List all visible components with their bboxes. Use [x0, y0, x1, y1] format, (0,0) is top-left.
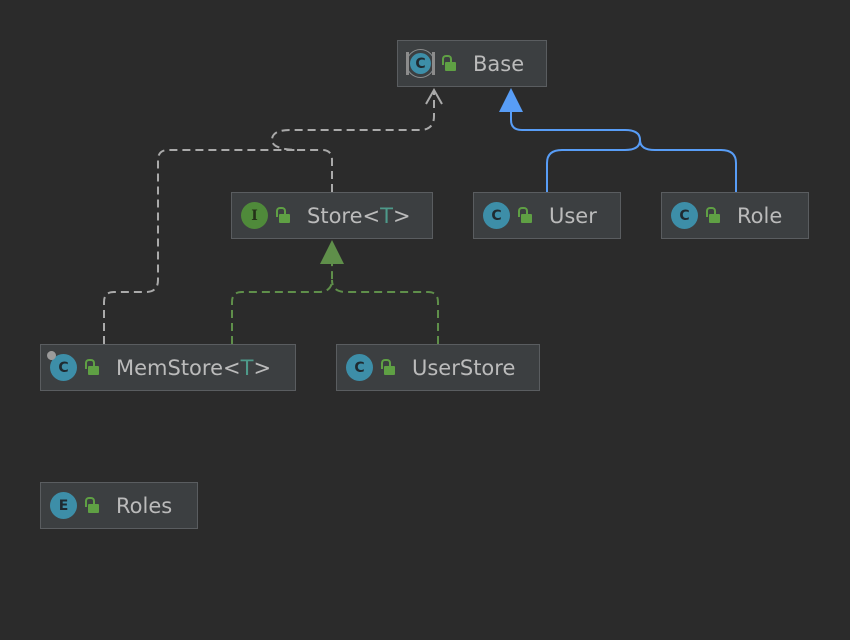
type-param: T	[380, 203, 393, 228]
lock-open-icon	[442, 54, 458, 73]
lock-open-icon	[706, 206, 722, 225]
type-param: T	[240, 355, 254, 380]
node-label: User	[549, 203, 597, 228]
edge-memstore-base	[103, 149, 300, 344]
type-param-open: <	[362, 203, 381, 228]
node-label: Base	[473, 51, 525, 76]
pin-icon	[45, 349, 58, 362]
class-node-userstore[interactable]: C UserStore	[336, 344, 540, 391]
node-label: MemStore<T>	[116, 356, 271, 380]
interface-icon: I	[241, 202, 268, 229]
arrowhead-extends	[499, 88, 523, 112]
node-name: Store	[307, 203, 363, 228]
node-label: UserStore	[412, 355, 516, 380]
edge-role-base	[639, 139, 737, 192]
class-icon: C	[45, 349, 77, 381]
class-node-base[interactable]: C Base	[397, 40, 547, 87]
lock-open-icon	[85, 496, 101, 515]
node-label: Role	[737, 203, 783, 228]
interface-node-store[interactable]: I Store<T>	[231, 192, 433, 239]
class-icon: C	[346, 354, 373, 381]
node-name: MemStore	[116, 355, 223, 380]
lock-open-icon	[518, 206, 534, 225]
edge-memstore-store	[231, 264, 333, 344]
class-node-memstore[interactable]: C MemStore<T>	[40, 344, 296, 391]
enum-node-roles[interactable]: E Roles	[40, 482, 198, 529]
type-param-open: <	[223, 355, 241, 380]
lock-open-icon	[85, 358, 101, 377]
lock-open-icon	[381, 358, 397, 377]
node-label: Store<T>	[307, 204, 411, 228]
edge-store-base	[270, 92, 435, 192]
arrowhead-dependency	[425, 87, 443, 105]
type-param-close: >	[253, 355, 272, 380]
arrowhead-implements	[320, 240, 344, 264]
class-node-user[interactable]: C User	[473, 192, 621, 239]
lock-open-icon	[276, 206, 292, 225]
node-label: Roles	[116, 493, 173, 518]
class-icon: C	[483, 202, 510, 229]
class-icon: C	[671, 202, 698, 229]
edge-user-base	[510, 112, 642, 192]
abstract-class-icon: C	[406, 50, 435, 77]
type-param-close: >	[392, 203, 411, 228]
class-node-role[interactable]: C Role	[661, 192, 809, 239]
icon-letter: C	[58, 359, 69, 376]
enum-icon: E	[50, 492, 77, 519]
edge-userstore-store	[331, 279, 439, 344]
